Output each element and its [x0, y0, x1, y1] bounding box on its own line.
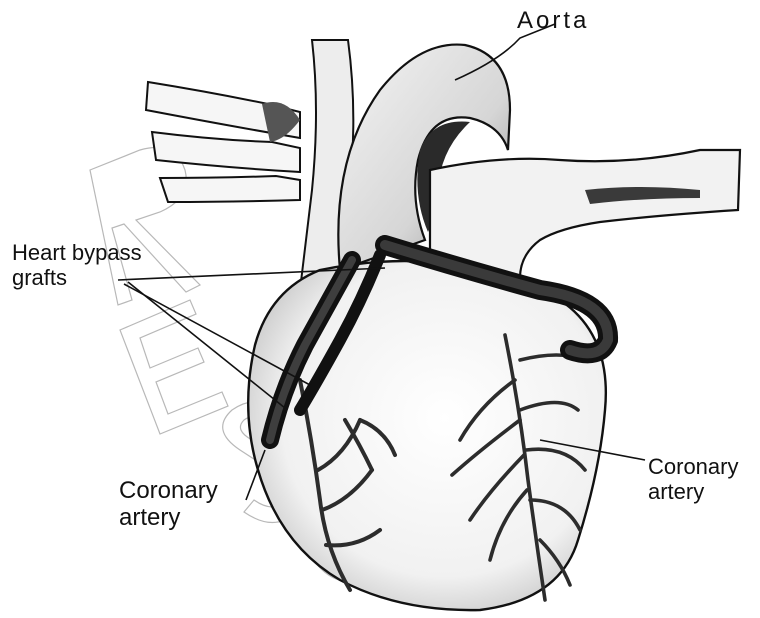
label-aorta: Aorta [517, 8, 589, 35]
label-coronary-artery-right: Coronary artery [648, 455, 738, 504]
label-coronary-artery-left: Coronary artery [119, 478, 218, 532]
heart-body [248, 261, 606, 610]
label-coronary-right-line2: artery [648, 480, 738, 505]
label-bypass-line2: grafts [12, 266, 142, 291]
label-bypass-line1: Heart bypass [12, 241, 142, 266]
label-coronary-right-line1: Coronary [648, 455, 738, 480]
pulmonary-veins-left [146, 82, 300, 202]
label-heart-bypass-grafts: Heart bypass grafts [12, 241, 142, 290]
label-coronary-left-line1: Coronary [119, 478, 218, 505]
label-coronary-left-line2: artery [119, 505, 218, 532]
pulmonary-artery [430, 150, 740, 278]
